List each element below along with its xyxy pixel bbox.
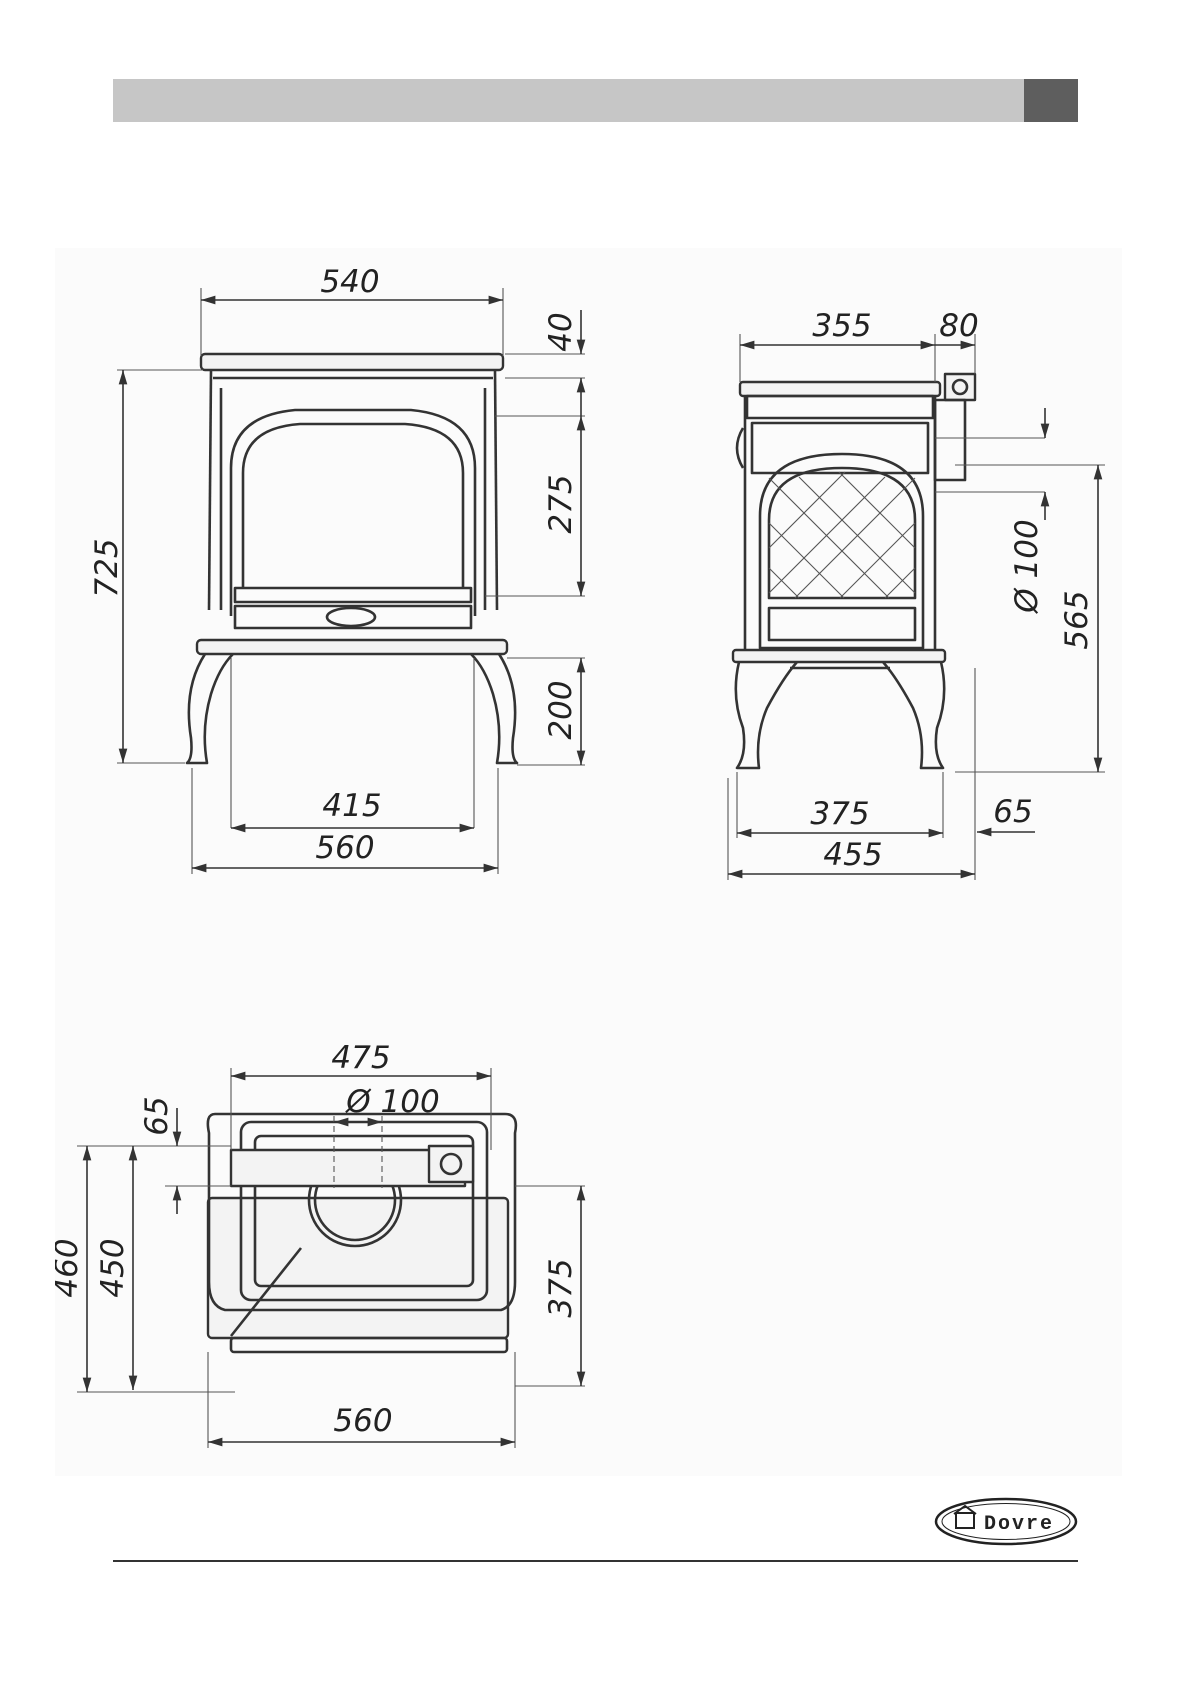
footer-rule xyxy=(113,1560,1078,1562)
dim-side-flue-diameter: Ø 100 xyxy=(1009,519,1045,614)
dimension-drawing: 540 725 40 275 200 415 560 xyxy=(55,248,1122,1476)
dim-top-view-flue-diameter: Ø 100 xyxy=(344,1084,439,1120)
dim-flue-height: 565 xyxy=(1059,590,1095,649)
dim-inner-leg-width: 415 xyxy=(322,788,381,824)
dim-leg-height: 200 xyxy=(543,680,579,739)
dim-flue-offset: 80 xyxy=(939,308,978,344)
dim-top-width: 540 xyxy=(320,264,379,300)
dim-top-view-rear-offset: 65 xyxy=(139,1096,175,1135)
dim-top-view-depth: 450 xyxy=(95,1238,131,1297)
dim-top-view-overall-depth: 460 xyxy=(55,1238,85,1297)
dim-top-view-body-depth: 375 xyxy=(543,1258,579,1317)
dovre-logo: Dovre xyxy=(934,1497,1078,1546)
dim-top-view-width: 475 xyxy=(331,1040,390,1076)
header-bar xyxy=(113,79,1024,122)
dim-overall-depth: 455 xyxy=(823,837,882,873)
dim-rear-offset: 65 xyxy=(993,794,1032,830)
dim-side-depth: 355 xyxy=(812,308,871,344)
dim-firebox-height: 275 xyxy=(543,474,579,533)
top-view-stove xyxy=(208,1114,516,1352)
front-view-stove xyxy=(187,354,517,763)
dim-base-width: 560 xyxy=(315,830,374,866)
header-tab xyxy=(1024,79,1078,122)
dim-leg-depth: 375 xyxy=(810,796,869,832)
side-view-stove xyxy=(733,374,975,768)
svg-text:Dovre: Dovre xyxy=(984,1513,1054,1536)
dim-total-height: 725 xyxy=(89,538,125,597)
dim-top-offset: 40 xyxy=(543,312,579,351)
dim-top-view-base-width: 560 xyxy=(333,1403,392,1439)
